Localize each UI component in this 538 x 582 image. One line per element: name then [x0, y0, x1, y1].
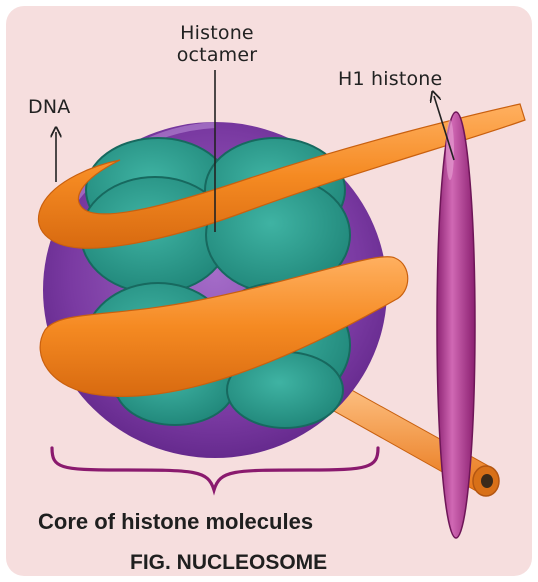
- histone-octamer-label: Histone octamer: [158, 22, 276, 66]
- figure-caption: FIG. NUCLEOSOME: [130, 551, 327, 575]
- histone-octamer-line2: octamer: [158, 44, 276, 66]
- core-caption: Core of histone molecules: [38, 509, 313, 535]
- h1-histone-shape: [437, 112, 475, 538]
- figure-card: DNA Histone octamer H1 histone Core of h…: [6, 6, 532, 576]
- h1-histone-label: H1 histone: [338, 68, 442, 90]
- nucleosome-illustration: [6, 6, 532, 576]
- histone-octamer-line1: Histone: [158, 22, 276, 44]
- dna-label: DNA: [28, 96, 70, 118]
